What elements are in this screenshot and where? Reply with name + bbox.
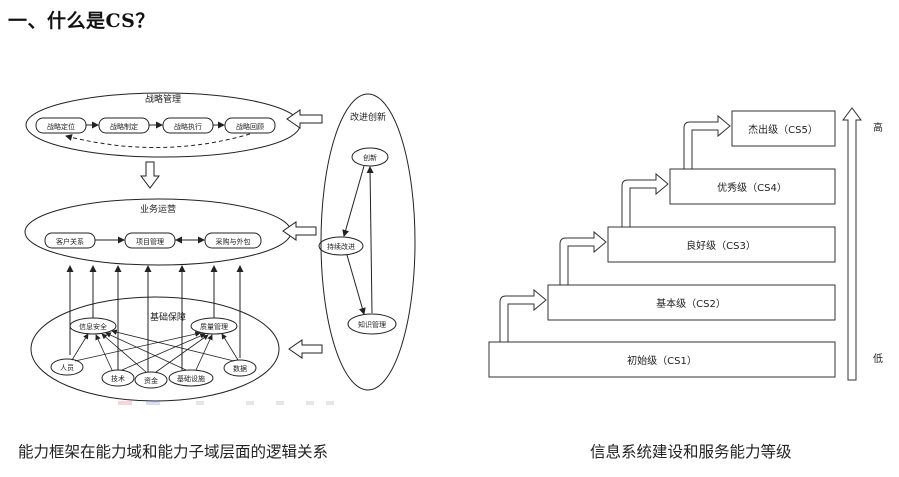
capability-levels-diagram: 初始级（CS1） 基本级（CS2） 良好级（CS3） 优秀级（CS4） 杰出级（… <box>488 107 883 381</box>
strategy-step-label: 战略定位 <box>47 122 75 131</box>
level-label: 基本级（CS2） <box>656 297 726 310</box>
step-arrow <box>559 230 607 286</box>
foundation-bottom-node <box>168 369 214 387</box>
hollow-left-arrow <box>282 221 317 241</box>
hollow-down-arrow <box>140 161 160 189</box>
foundation-bottom-node <box>134 371 168 389</box>
foundation-bottom-label: 数据 <box>233 364 247 373</box>
operations-item-label: 项目管理 <box>136 237 164 246</box>
strategy-step-label: 战略制定 <box>110 122 138 131</box>
foundation-bottom-label: 资金 <box>144 376 158 385</box>
improvement-arrow <box>366 166 374 314</box>
improvement-label: 知识管理 <box>358 320 386 329</box>
operations-item-label: 客户关系 <box>56 237 84 246</box>
foundation-bottom-label: 人员 <box>60 364 74 372</box>
foundation-bottom-label: 基础设施 <box>177 374 205 383</box>
level-label: 良好级（CS3） <box>686 239 756 252</box>
foundation-top-node <box>190 317 238 335</box>
foundation-top-node <box>69 317 117 335</box>
level-box <box>669 168 836 205</box>
improvement-title: 改进创新 <box>350 111 386 123</box>
foundation-bottom-node <box>223 359 257 377</box>
foundation-top-label: 质量管理 <box>200 322 228 331</box>
foundation-title: 基础保障 <box>150 311 186 323</box>
hollow-left-arrow <box>286 109 323 129</box>
strategy-title: 战略管理 <box>145 93 181 105</box>
left-caption: 能力框架在能力域和能力子域层面的逻辑关系 <box>18 443 329 461</box>
step-arrow <box>499 288 547 343</box>
level-box <box>607 226 836 263</box>
strategy-step-box <box>224 117 276 134</box>
right-caption: 信息系统建设和服务能力等级 <box>590 443 792 461</box>
step-arrow <box>683 114 731 170</box>
improvement-label: 创新 <box>363 153 377 162</box>
strategy-step-label: 战略回顾 <box>236 122 264 131</box>
level-label: 初始级（CS1） <box>627 354 697 367</box>
axis-arrow <box>842 107 862 381</box>
level-box <box>488 341 836 378</box>
page-heading: 一、什么是CS？ <box>8 10 155 32</box>
foundation-bottom-label: 技术 <box>111 374 125 383</box>
level-box <box>731 110 836 147</box>
level-label: 优秀级（CS4） <box>717 181 787 194</box>
strategy-step-label: 战略执行 <box>174 122 202 131</box>
hollow-left-arrow <box>288 339 323 359</box>
improvement-arrow <box>346 254 366 315</box>
feedback-dashed-arrow <box>65 133 251 148</box>
axis-low-label: 低 <box>873 352 883 365</box>
improvement-node <box>351 147 389 167</box>
level-label: 杰出级（CS5） <box>748 123 818 136</box>
level-box <box>547 284 836 321</box>
step-arrow <box>621 172 669 228</box>
operations-item-label: 采购与外包 <box>216 237 251 246</box>
improvement-node <box>318 236 364 256</box>
foundation-bottom-node <box>101 369 135 387</box>
capability-framework-diagram: 战略管理 战略定位 战略制定 战略执行 战略回顾 业务运营 客户关系 项目管理 … <box>24 92 416 402</box>
improvement-label: 持续改进 <box>327 242 355 251</box>
improvement-ellipse <box>320 93 416 391</box>
axis-high-label: 高 <box>873 121 883 134</box>
foundation-bottom-node <box>50 358 84 376</box>
watermark-strip <box>118 401 334 405</box>
operations-title: 业务运营 <box>140 203 176 215</box>
foundation-top-label: 信息安全 <box>79 322 107 331</box>
improvement-arrow <box>342 165 365 237</box>
foundation-links <box>71 329 239 373</box>
operations-item-box <box>204 232 262 249</box>
foundation-ellipse <box>30 296 280 402</box>
improvement-node <box>347 313 397 335</box>
